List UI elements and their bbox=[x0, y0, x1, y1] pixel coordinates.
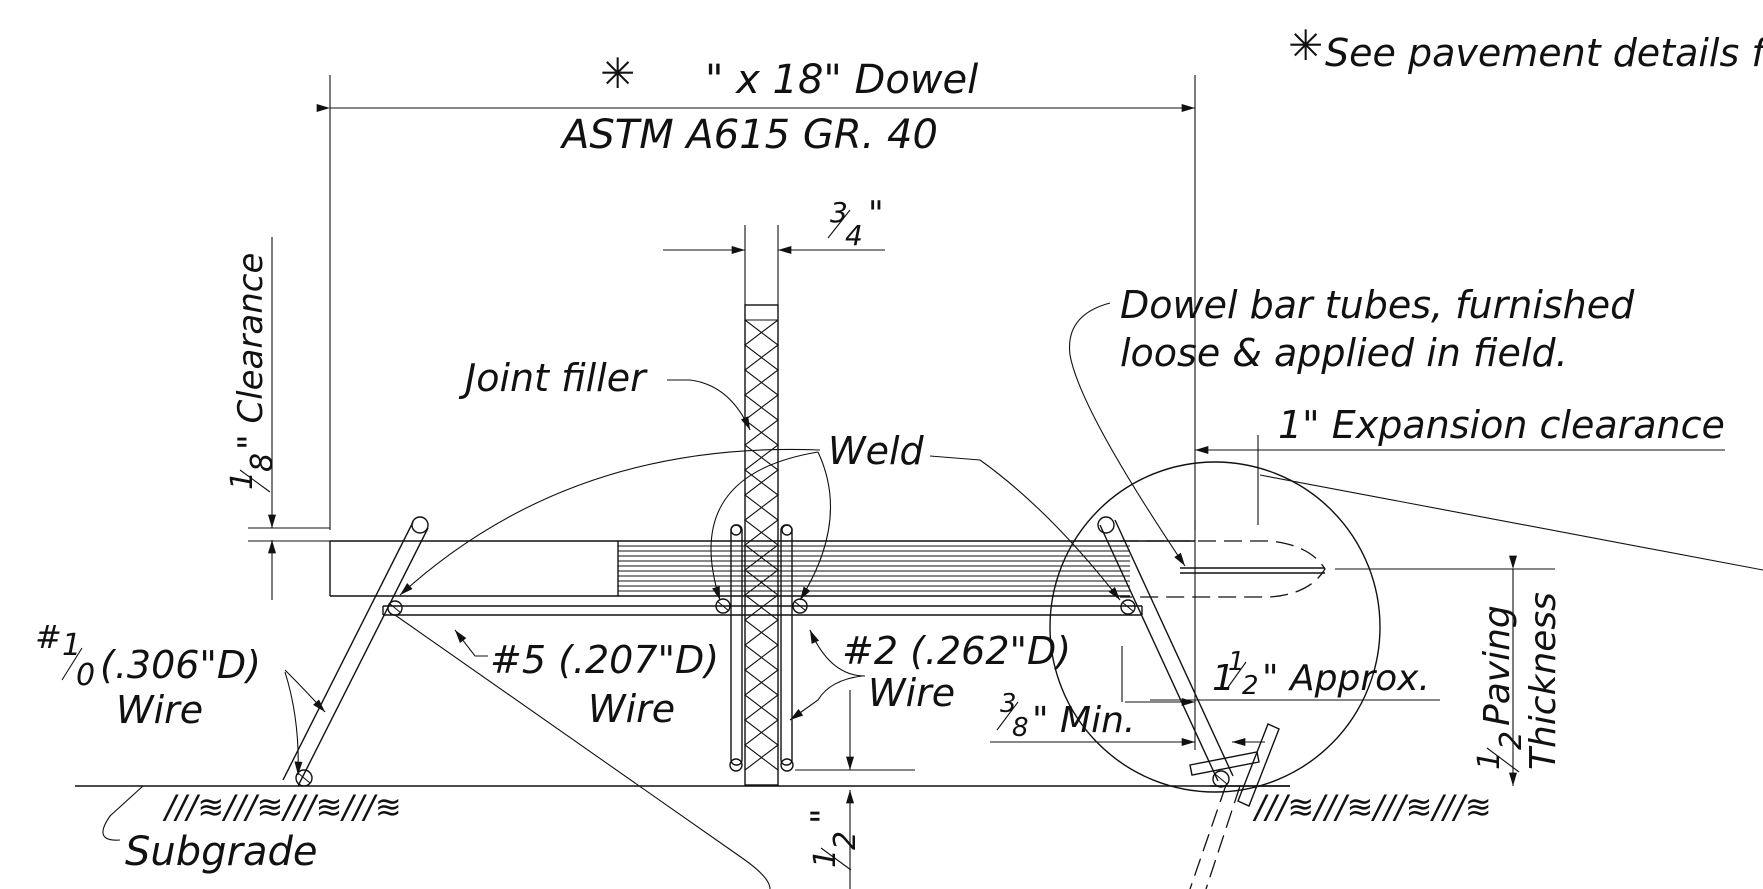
joint-filler-board bbox=[744, 304, 779, 786]
dowel-bar bbox=[329, 540, 1195, 597]
approx-denominator: 2 bbox=[1242, 671, 1259, 701]
detail-callout-circle bbox=[1049, 461, 1381, 793]
wire10-wire-label: Wire bbox=[116, 688, 203, 732]
right-support-leg bbox=[1097, 516, 1280, 889]
min-label: " Min. bbox=[1032, 700, 1135, 741]
dowel-spec-label: ASTM A615 GR. 40 bbox=[559, 112, 938, 158]
clearance-numerator: 1 bbox=[225, 471, 260, 490]
horizontal-wire bbox=[382, 605, 1143, 616]
wire5-spec-label: #5 (.207"D) bbox=[490, 638, 719, 682]
bottom-clearance-dimension bbox=[795, 690, 915, 889]
vertical-support-wires bbox=[729, 524, 794, 772]
wire10-spec-label: (.306"D) bbox=[100, 643, 261, 687]
dowel-bar-tube bbox=[1120, 540, 1326, 598]
tubes-label-line2: loose & applied in field. bbox=[1120, 331, 1568, 375]
subgrade-hatch-left: ///≋///≋///≋///≋ bbox=[162, 788, 402, 826]
subgrade-leader bbox=[102, 785, 144, 841]
min-clearance-dimension bbox=[990, 520, 1265, 750]
note-star-symbol: ✳ bbox=[1288, 21, 1323, 70]
clearance-dimension bbox=[248, 237, 330, 600]
approx-label: " Approx. bbox=[1262, 658, 1430, 699]
pavement-details-note: See pavement details f bbox=[1325, 31, 1763, 75]
paving-thickness-label: Thickness bbox=[1523, 592, 1564, 770]
wire10-denominator: 0 bbox=[76, 658, 95, 693]
min-denominator: 8 bbox=[1012, 713, 1029, 743]
wire10-hash: # bbox=[35, 618, 62, 656]
expansion-clearance-label: 1" Expansion clearance bbox=[1278, 403, 1725, 447]
half-denominator: 2 bbox=[828, 831, 863, 850]
approx-whole: 1 bbox=[1212, 658, 1235, 699]
approx-dimension bbox=[1121, 646, 1440, 702]
three-quarter-denominator: 4 bbox=[845, 219, 863, 252]
dowel-size-label: " x 18" Dowel bbox=[705, 57, 978, 103]
clearance-label: " Clearance bbox=[231, 253, 271, 450]
wire10-numerator: 1 bbox=[62, 628, 81, 663]
three-quarter-inch-mark: " bbox=[868, 194, 884, 234]
paving-thickness-dimension bbox=[1335, 555, 1555, 787]
paving-denominator: 2 bbox=[1494, 731, 1529, 750]
tubes-leader bbox=[1068, 302, 1186, 567]
joint-filler-width-dimension bbox=[663, 225, 885, 305]
dowel-bond-breaker-coating bbox=[618, 545, 1130, 592]
left-support-leg bbox=[282, 516, 429, 787]
joint-filler-label: Joint filler bbox=[458, 356, 648, 400]
wire2-wire-label: Wire bbox=[868, 671, 955, 715]
wire2-leaders bbox=[789, 629, 866, 721]
expansion-clearance-dimension bbox=[1195, 435, 1725, 525]
weld-leaders bbox=[399, 448, 1121, 601]
wire5-wire-label: Wire bbox=[588, 687, 675, 731]
tubes-label-line1: Dowel bar tubes, furnished bbox=[1120, 283, 1635, 327]
wire10-leaders bbox=[284, 669, 326, 776]
paving-numerator: 1 bbox=[1472, 751, 1507, 770]
half-inch-mark: " bbox=[804, 808, 844, 824]
half-numerator: 1 bbox=[808, 849, 843, 868]
wire5-leader-lower bbox=[394, 614, 771, 889]
joint-filler-leader bbox=[667, 379, 751, 431]
min-numerator: 3 bbox=[1000, 689, 1017, 719]
subgrade-hatch-right: ///≋///≋///≋///≋ bbox=[1252, 788, 1492, 826]
dowel-star-symbol: ✳ bbox=[600, 49, 635, 98]
weld-label: Weld bbox=[828, 429, 925, 473]
wire2-spec-label: #2 (.262"D) bbox=[842, 629, 1071, 673]
clearance-denominator: 8 bbox=[245, 453, 280, 472]
three-quarter-numerator: 3 bbox=[830, 196, 848, 229]
wire5-leader bbox=[454, 629, 488, 657]
dowel-length-dimension bbox=[316, 75, 1196, 530]
paving-word: Paving bbox=[1477, 605, 1518, 726]
subgrade-label: Subgrade bbox=[125, 829, 317, 875]
